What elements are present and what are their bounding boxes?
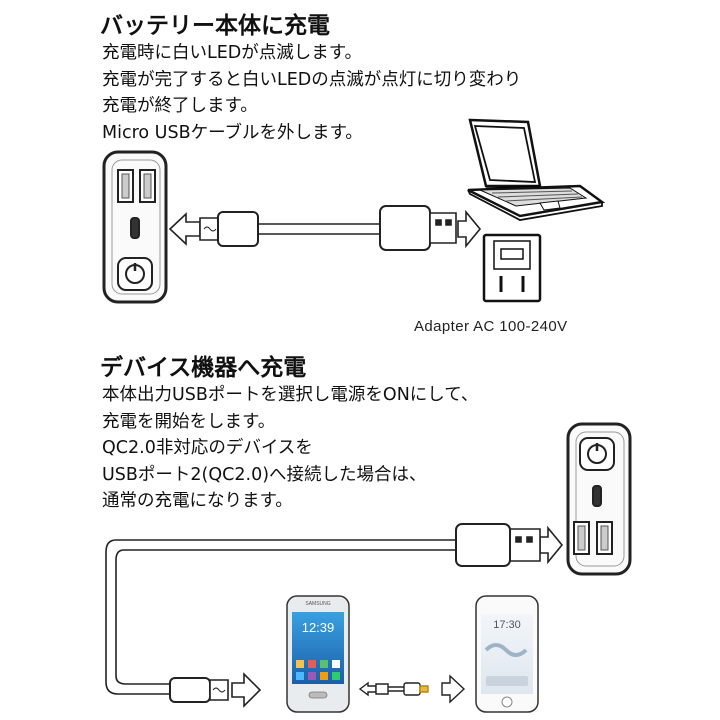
power-button-icon xyxy=(118,258,152,290)
section2-line-1: 本体出力USBポートを選択し電源をONにして、 xyxy=(102,385,479,405)
section2-instructions: 本体出力USBポートを選択し電源をONにして、 充電を開始をします。 QC2.0… xyxy=(102,382,478,515)
hollow-arrow-left-icon xyxy=(170,214,200,244)
hollow-arrow-right-icon xyxy=(540,528,562,562)
battery-unit-1 xyxy=(104,152,166,302)
small-arrow-left-icon xyxy=(360,683,376,695)
android-phone: SAMSUNG 12:39 xyxy=(287,596,349,712)
usb-port-icon xyxy=(597,522,612,554)
adapter-caption: Adapter AC 100-240V xyxy=(414,318,568,335)
battery-unit-2 xyxy=(568,424,630,574)
laptop-icon xyxy=(468,120,602,220)
usb-port-icon xyxy=(574,522,589,554)
section1-heading: バッテリー本体に充電 xyxy=(100,13,330,39)
app-grid-icon xyxy=(296,660,340,680)
section1-line-2: 充電が完了すると白いLEDの点滅が点灯に切り変わり xyxy=(102,69,522,90)
micro-usb-port-icon xyxy=(593,486,601,506)
hollow-arrow-right-icon xyxy=(232,674,260,706)
section1-line-3: 充電が終了します。 xyxy=(102,96,258,116)
hollow-arrow-right-icon xyxy=(442,676,464,702)
lightning-cable xyxy=(360,676,464,702)
micro-usb-port-icon xyxy=(131,218,139,238)
iphone: 17:30 xyxy=(476,596,538,712)
iphone-clock: 17:30 xyxy=(493,619,521,631)
usb-port-icon xyxy=(140,170,155,202)
section2-heading: デバイス機器へ充電 xyxy=(100,355,307,381)
section2-line-4: USBポート2(QC2.0)へ接続した場合は、 xyxy=(102,464,427,485)
section2-line-2: 充電を開始をします。 xyxy=(102,411,276,432)
section1-line-1: 充電時に白いLEDが点滅します。 xyxy=(102,43,363,63)
section2-line-5: 通常の充電になります。 xyxy=(102,491,293,511)
section1-line-4: Micro USBケーブルを外します。 xyxy=(102,122,363,143)
power-button-icon xyxy=(580,438,614,470)
phone-brand-label: SAMSUNG xyxy=(305,601,330,607)
ac-adapter-icon xyxy=(484,235,540,301)
micro-usb-cable xyxy=(170,206,480,250)
android-clock: 12:39 xyxy=(302,620,335,635)
section1-instructions: 充電時に白いLEDが点滅します。 充電が完了すると白いLEDの点滅が点灯に切り変… xyxy=(102,40,521,146)
usb-port-icon xyxy=(118,170,133,202)
hollow-arrow-right-icon xyxy=(458,212,480,246)
section2-line-3: QC2.0非対応のデバイスを xyxy=(102,438,313,458)
usb-output-cable xyxy=(106,524,562,706)
